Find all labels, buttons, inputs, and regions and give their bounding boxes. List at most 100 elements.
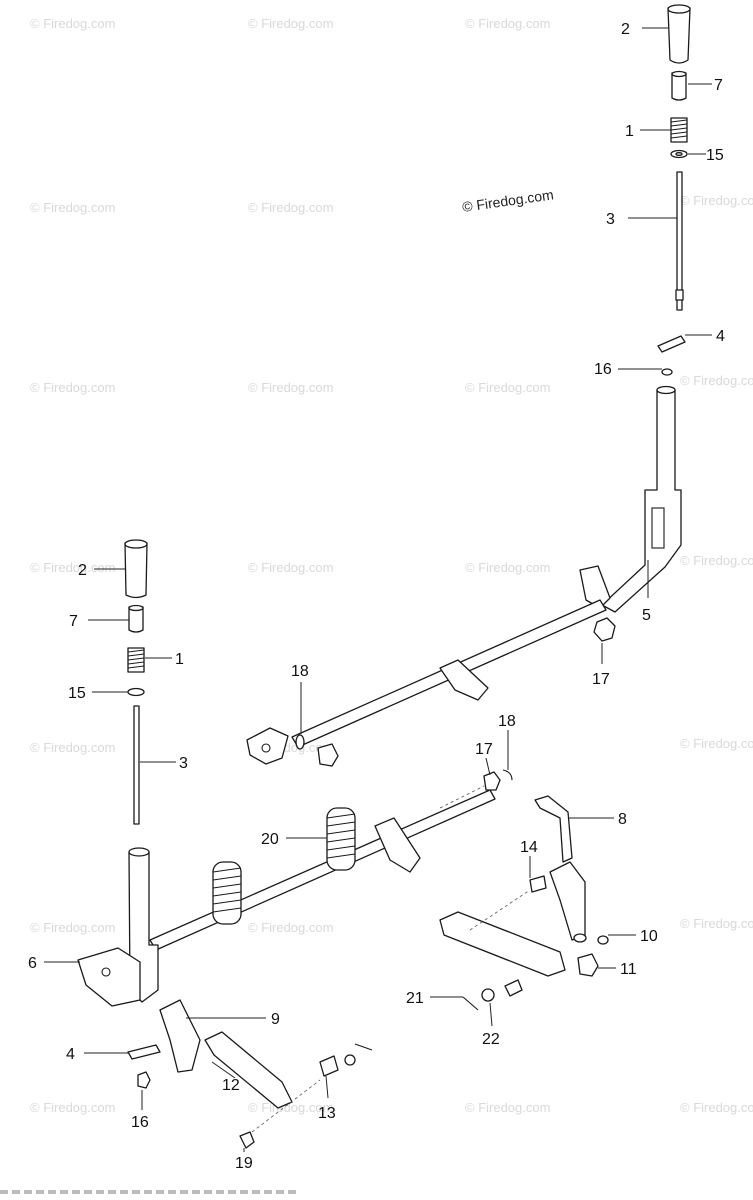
watermark: © Firedog.com xyxy=(465,1100,550,1115)
lever-mount-bracket xyxy=(77,947,141,1007)
lever-bracket xyxy=(579,565,611,609)
callout-16: 16 xyxy=(594,361,612,378)
callout-2: 2 xyxy=(621,21,630,38)
callout-11: 11 xyxy=(620,961,637,978)
pivot-arm-part xyxy=(549,861,586,941)
callout-14: 14 xyxy=(520,839,538,856)
watermark: © Firedog.com xyxy=(30,380,115,395)
watermark-layer: © Firedog.com © Firedog.com © Firedog.co… xyxy=(30,16,753,1115)
callout-labels: 2 7 1 15 3 4 16 5 17 2 7 1 15 3 18 18 17… xyxy=(28,21,725,1172)
nut-part xyxy=(137,1071,151,1089)
rod-part xyxy=(676,171,683,311)
watermark: © Firedog.com xyxy=(465,16,550,31)
watermark: © Firedog.com xyxy=(465,560,550,575)
washer-part xyxy=(127,687,145,697)
watermark: © Firedog.com xyxy=(248,16,333,31)
callout-3: 3 xyxy=(179,755,188,772)
tension-spring-part xyxy=(212,861,242,925)
callout-18: 18 xyxy=(291,663,309,680)
callout-22: 22 xyxy=(482,1031,500,1048)
watermark: © Firedog.com xyxy=(30,920,115,935)
watermark: © Firedog.com xyxy=(30,1100,115,1115)
collar-part xyxy=(671,72,687,101)
control-link-part xyxy=(439,911,566,977)
washer-part xyxy=(481,988,495,1002)
nut-part xyxy=(661,368,673,376)
callout-21: 21 xyxy=(406,990,424,1007)
callout-2: 2 xyxy=(78,562,87,579)
watermark: © Firedog.com xyxy=(248,560,333,575)
callout-1: 1 xyxy=(175,651,184,668)
watermark: © Firedog.com xyxy=(30,200,115,215)
nut-part xyxy=(239,1131,255,1149)
ball-joint-part xyxy=(577,953,599,977)
pin-part xyxy=(127,1044,161,1060)
nut-part xyxy=(597,935,609,945)
watermark: © Firedog.com xyxy=(465,380,550,395)
bolt-part xyxy=(319,1055,339,1077)
washer-part xyxy=(344,1054,356,1066)
bolt-part xyxy=(529,875,547,893)
collar-top xyxy=(671,70,687,78)
lower-cross-shaft xyxy=(149,769,513,951)
callout-17: 17 xyxy=(592,671,610,688)
shaft-bracket xyxy=(439,659,489,701)
right-linkage xyxy=(439,795,609,1011)
callout-17: 17 xyxy=(475,741,493,758)
callout-5: 5 xyxy=(642,607,651,624)
upper-cross-shaft xyxy=(246,599,607,767)
cotter-pin-part xyxy=(502,769,513,781)
callout-7: 7 xyxy=(714,77,723,94)
knob-part xyxy=(667,7,691,64)
watermark: © Firedog.com xyxy=(680,193,753,208)
callout-12: 12 xyxy=(222,1077,240,1094)
left-lever-assembly xyxy=(77,539,373,1149)
callout-7: 7 xyxy=(69,613,78,630)
pin-part xyxy=(657,335,686,353)
leader-lines xyxy=(44,27,712,1152)
callout-1: 1 xyxy=(625,123,634,140)
control-link-part xyxy=(204,1031,293,1109)
callout-6: 6 xyxy=(28,955,37,972)
link-rod-part xyxy=(534,795,573,863)
shift-lever-part xyxy=(601,389,682,613)
locknut-part xyxy=(483,771,501,791)
watermark: © Firedog.com xyxy=(248,200,333,215)
spring-part xyxy=(670,117,688,143)
shaft-end-arm xyxy=(246,727,289,765)
watermark: © Firedog.com xyxy=(248,380,333,395)
page-edge-strip xyxy=(0,1190,300,1194)
watermark: © Firedog.com xyxy=(680,553,753,568)
callout-8: 8 xyxy=(618,811,627,828)
locknut-part xyxy=(593,617,616,642)
spring-part xyxy=(127,647,145,673)
collar-part xyxy=(128,606,144,633)
callout-13: 13 xyxy=(318,1105,336,1122)
cotter-pin-part xyxy=(462,996,479,1011)
tension-spring-part xyxy=(326,807,356,871)
callout-15: 15 xyxy=(706,147,724,164)
clip-part xyxy=(317,743,339,767)
watermark: © Firedog.com xyxy=(680,916,753,931)
bolt-part xyxy=(504,979,523,997)
cotter-pin-part xyxy=(354,1043,373,1051)
callout-9: 9 xyxy=(271,1011,280,1028)
callout-18: 18 xyxy=(498,713,516,730)
callout-10: 10 xyxy=(640,928,658,945)
watermark: © Firedog.com xyxy=(680,1100,753,1115)
watermark: © Firedog.com xyxy=(680,736,753,751)
callout-20: 20 xyxy=(261,831,279,848)
linkage-arm-part xyxy=(159,999,201,1073)
callout-19: 19 xyxy=(235,1155,253,1172)
callout-4: 4 xyxy=(716,328,725,345)
right-lever-assembly xyxy=(579,4,691,642)
lower-shaft-bracket xyxy=(374,817,421,873)
watermark: © Firedog.com xyxy=(680,373,753,388)
watermark-dark: © Firedog.com xyxy=(461,186,554,215)
knob-part xyxy=(124,542,148,599)
watermark: © Firedog.com xyxy=(248,920,333,935)
callout-3: 3 xyxy=(606,211,615,228)
watermark: © Firedog.com xyxy=(30,560,115,575)
callout-15: 15 xyxy=(68,685,86,702)
